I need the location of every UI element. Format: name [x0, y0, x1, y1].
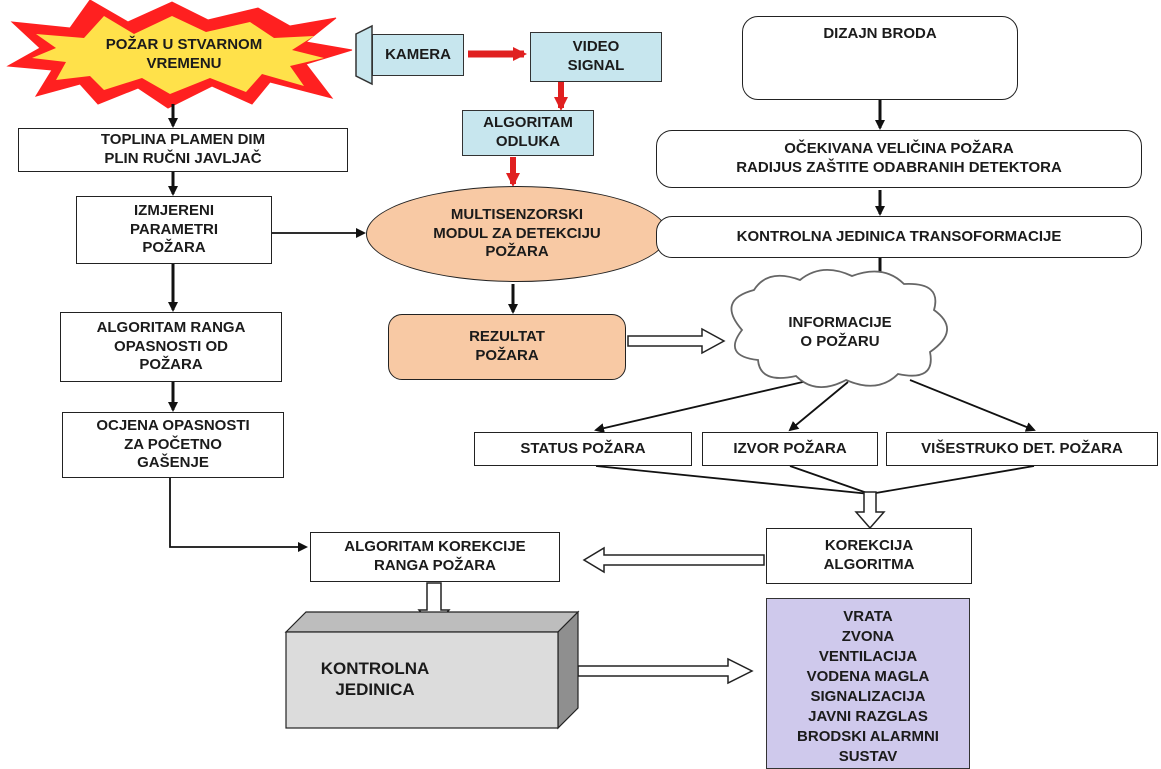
node-video-signal: VIDEO SIGNAL: [530, 32, 662, 82]
hollow-arrow-merge-correction: [854, 491, 886, 530]
node-algorithm-decision: ALGORITAM ODLUKA: [462, 110, 594, 156]
node-fire-info: INFORMACIJE O POŽARU: [788, 314, 892, 350]
info-cloud: [730, 269, 948, 388]
node-multi-detection: VIŠESTRUKO DET. POŽARA: [886, 432, 1158, 466]
hollow-arrow-result-info: [627, 327, 726, 355]
node-rank-correction: ALGORITAM KOREKCIJE RANGA POŽARA: [310, 532, 560, 582]
connector-source: [789, 465, 871, 495]
node-rank-algorithm: ALGORITAM RANGA OPASNOSTI OD POŽARA: [60, 312, 282, 382]
node-measured-params: IZMJERENI PARAMETRI POŽARA: [76, 196, 272, 264]
node-control-unit: KONTROLNA JEDINICA: [320, 659, 430, 700]
hollow-arrow-correction-rank: [582, 546, 765, 574]
control-unit-3d: [284, 610, 580, 730]
node-camera: KAMERA: [372, 34, 464, 76]
connector-multi: [869, 465, 1035, 495]
connector-status: [595, 465, 871, 495]
node-control-transform: KONTROLNA JEDINICA TRANSOFORMACIJE: [656, 216, 1142, 258]
node-fire-result: REZULTAT POŽARA: [388, 314, 626, 380]
node-heat-flame: TOPLINA PLAMEN DIM PLIN RUČNI JAVLJAČ: [18, 128, 348, 172]
node-multisensor: MULTISENZORSKI MODUL ZA DETEKCIJU POŽARA: [366, 186, 668, 282]
arrow-info-source: [788, 381, 849, 432]
node-expected-size: OČEKIVANA VELIČINA POŽARA RADIJUS ZAŠTIT…: [656, 130, 1142, 188]
node-ship-design: DIZAJN BRODA: [742, 16, 1018, 100]
node-algorithm-correction: KOREKCIJA ALGORITMA: [766, 528, 972, 584]
node-fire-status: STATUS POŽARA: [474, 432, 692, 466]
node-danger-assessment: OCJENA OPASNOSTI ZA POČETNO GAŠENJE: [62, 412, 284, 478]
camera-icon: [355, 24, 373, 86]
node-outputs: VRATA ZVONA VENTILACIJA VODENA MAGLA SIG…: [766, 598, 970, 769]
node-fire-realtime: POŽAR U STVARNOM VREMENU: [105, 36, 263, 72]
node-fire-source: IZVOR POŽARA: [702, 432, 878, 466]
hollow-arrow-control-outputs: [577, 657, 754, 685]
ship-design-label: DIZAJN BRODA: [823, 25, 937, 42]
fire-burst-inner: [32, 16, 324, 94]
arrow-info-status: [594, 377, 821, 434]
arrow-danger-correction: [169, 478, 308, 552]
arrow-info-multi: [909, 379, 1036, 432]
